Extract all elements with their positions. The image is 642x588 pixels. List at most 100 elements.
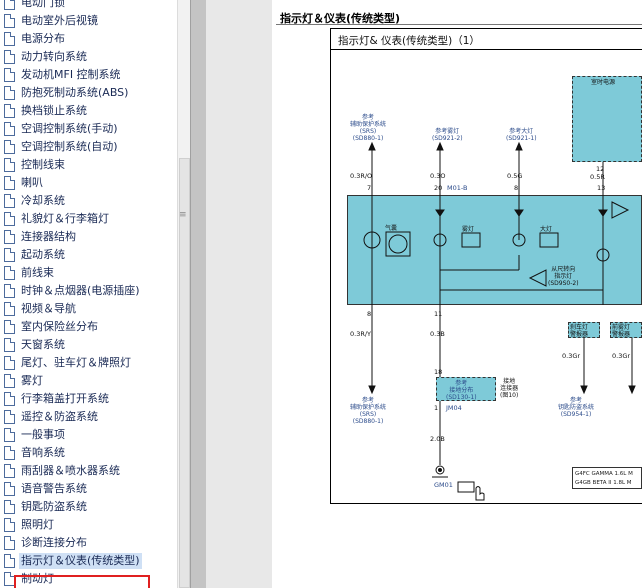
pane-splitter[interactable] — [190, 0, 206, 588]
tree-item-label: 电源分布 — [21, 32, 65, 45]
tree-item[interactable]: 起动系统 — [0, 246, 177, 264]
fog-lamp-label: 雾灯 — [462, 226, 475, 233]
document-icon — [4, 140, 15, 154]
page-title: 指示灯＆仪表(传统类型) — [280, 12, 401, 25]
power-supply-box: 室时电源 — [572, 76, 642, 162]
tree-item-label: 行李箱盖打开系统 — [21, 392, 109, 405]
tree-item[interactable]: 音响系统 — [0, 444, 177, 462]
tree-item[interactable]: 一般事项 — [0, 426, 177, 444]
tree-item[interactable]: 控制线束 — [0, 156, 177, 174]
tree-item[interactable]: 语音警告系统 — [0, 480, 177, 498]
tree-item-label: 电动室外后视镜 — [21, 14, 98, 27]
ref-srs-bottom-label: 参考辅助保护系统(SRS)(SD880-1) — [350, 397, 387, 425]
document-icon — [4, 158, 15, 172]
tree-item[interactable]: 防抱死制动系统(ABS) — [0, 84, 177, 102]
wire-03o: 0.3O — [430, 172, 446, 180]
tree-item-label: 礼貌灯＆行李箱灯 — [21, 212, 109, 225]
tree-item[interactable]: 电源分布 — [0, 30, 177, 48]
document-icon — [4, 500, 15, 514]
document-icon — [4, 212, 15, 226]
tree-item[interactable]: 发动机MFI 控制系统 — [0, 66, 177, 84]
tree-item[interactable]: 连接器结构 — [0, 228, 177, 246]
document-icon — [4, 518, 15, 532]
tree-item-label: 一般事项 — [21, 428, 65, 441]
ref-box-a-label: 刹车灯警报器 — [570, 324, 589, 338]
document-icon — [4, 0, 15, 10]
tree-item[interactable]: 钥匙防盗系统 — [0, 498, 177, 516]
document-icon — [4, 14, 15, 28]
tree-item-label: 喇叭 — [21, 176, 43, 189]
ref-headlight-label: 参考大灯(SD921-1) — [506, 128, 537, 142]
tree-item[interactable]: 前线束 — [0, 264, 177, 282]
tree-item-label: 控制线束 — [21, 158, 65, 171]
pin-13: 13 — [597, 184, 606, 192]
tree-item[interactable]: 室内保险丝分布 — [0, 318, 177, 336]
document-icon — [4, 230, 15, 244]
tree-item[interactable]: 时钟＆点烟器(电源插座) — [0, 282, 177, 300]
wire-03gr: 0.3Gr — [562, 352, 581, 360]
document-icon — [4, 284, 15, 298]
document-icon — [4, 428, 15, 442]
airbag-label: 气囊 — [385, 225, 398, 232]
tree-item-label: 遥控＆防盗系统 — [21, 410, 98, 423]
wire-12: 12 — [596, 165, 605, 173]
wiring-diagram-frame — [330, 28, 642, 504]
tree-item[interactable]: 视频＆导航 — [0, 300, 177, 318]
diagram-title-divider — [330, 49, 642, 50]
tree-item-label: 雾灯 — [21, 374, 43, 387]
tree-item[interactable]: 空调控制系统(手动) — [0, 120, 177, 138]
power-supply-label: 室时电源 — [591, 79, 616, 86]
tree-item[interactable]: 换档锁止系统 — [0, 102, 177, 120]
tree-item-label: 前线束 — [21, 266, 54, 279]
document-icon — [4, 176, 15, 190]
tree-item-label: 防抱死制动系统(ABS) — [21, 86, 129, 99]
tree-item[interactable]: 雨刮器＆喷水器系统 — [0, 462, 177, 480]
tree-item[interactable]: 尾灯、驻车灯＆牌照灯 — [0, 354, 177, 372]
tree-item[interactable]: 动力转向系统 — [0, 48, 177, 66]
ref-box-b-label: 前雾灯警报器 — [612, 324, 631, 338]
document-icon — [4, 320, 15, 334]
tree-scrollbar[interactable]: ≡ — [177, 0, 190, 588]
wire-03ro: 0.3R/O — [350, 172, 373, 180]
tree-item[interactable]: 电动室外后视镜 — [0, 12, 177, 30]
document-icon — [4, 266, 15, 280]
tree-item[interactable]: 冷却系统 — [0, 192, 177, 210]
bookmark-tree[interactable]: 电动门锁电动室外后视镜电源分布动力转向系统发动机MFI 控制系统防抱死制动系统(… — [0, 0, 177, 588]
document-icon — [4, 410, 15, 424]
tree-item[interactable]: 天窗系统 — [0, 336, 177, 354]
tree-item-label: 照明灯 — [21, 518, 54, 531]
wire-05g: 0.5G — [507, 172, 523, 180]
tree-item[interactable]: 行李箱盖打开系统 — [0, 390, 177, 408]
ground-gm01: GM01 — [434, 481, 453, 489]
tree-item[interactable]: 指示灯＆仪表(传统类型) — [0, 552, 177, 570]
legend-row-2: G4GB BETA II 1.8L M — [575, 480, 632, 486]
tree-item[interactable]: 雾灯 — [0, 372, 177, 390]
document-icon — [4, 482, 15, 496]
engine-legend: G4FC GAMMA 1.6L M G4GB BETA II 1.8L M — [572, 467, 642, 489]
document-icon — [4, 446, 15, 460]
tree-item-label: 动力转向系统 — [21, 50, 87, 63]
document-icon — [4, 248, 15, 262]
document-icon — [4, 374, 15, 388]
tree-item[interactable]: 电动门锁 — [0, 0, 177, 12]
ref-fog-label: 参考雾灯(SD921-2) — [432, 128, 463, 142]
tree-item-label: 空调控制系统(手动) — [21, 122, 118, 135]
tree-item[interactable]: 空调控制系统(自动) — [0, 138, 177, 156]
tree-item[interactable]: 照明灯 — [0, 516, 177, 534]
tree-item[interactable]: 喇叭 — [0, 174, 177, 192]
document-icon — [4, 392, 15, 406]
document-icon — [4, 104, 15, 118]
document-icon — [4, 464, 15, 478]
ref-ground-label: 参考接地分布(SD130-1) — [446, 380, 477, 401]
tree-item[interactable]: 礼貌灯＆行李箱灯 — [0, 210, 177, 228]
tree-item-label: 发动机MFI 控制系统 — [21, 68, 121, 81]
tree-item[interactable]: 诊断连接分布 — [0, 534, 177, 552]
legend-row-1: G4FC GAMMA 1.6L M — [575, 471, 633, 477]
pin-18: 18 — [434, 368, 443, 376]
title-divider — [276, 24, 642, 25]
wire-20b: 2.0B — [430, 435, 445, 443]
tree-item-label: 空调控制系统(自动) — [21, 140, 118, 153]
tree-item[interactable]: 遥控＆防盗系统 — [0, 408, 177, 426]
wire-03ry: 0.3R/Y — [350, 330, 372, 338]
